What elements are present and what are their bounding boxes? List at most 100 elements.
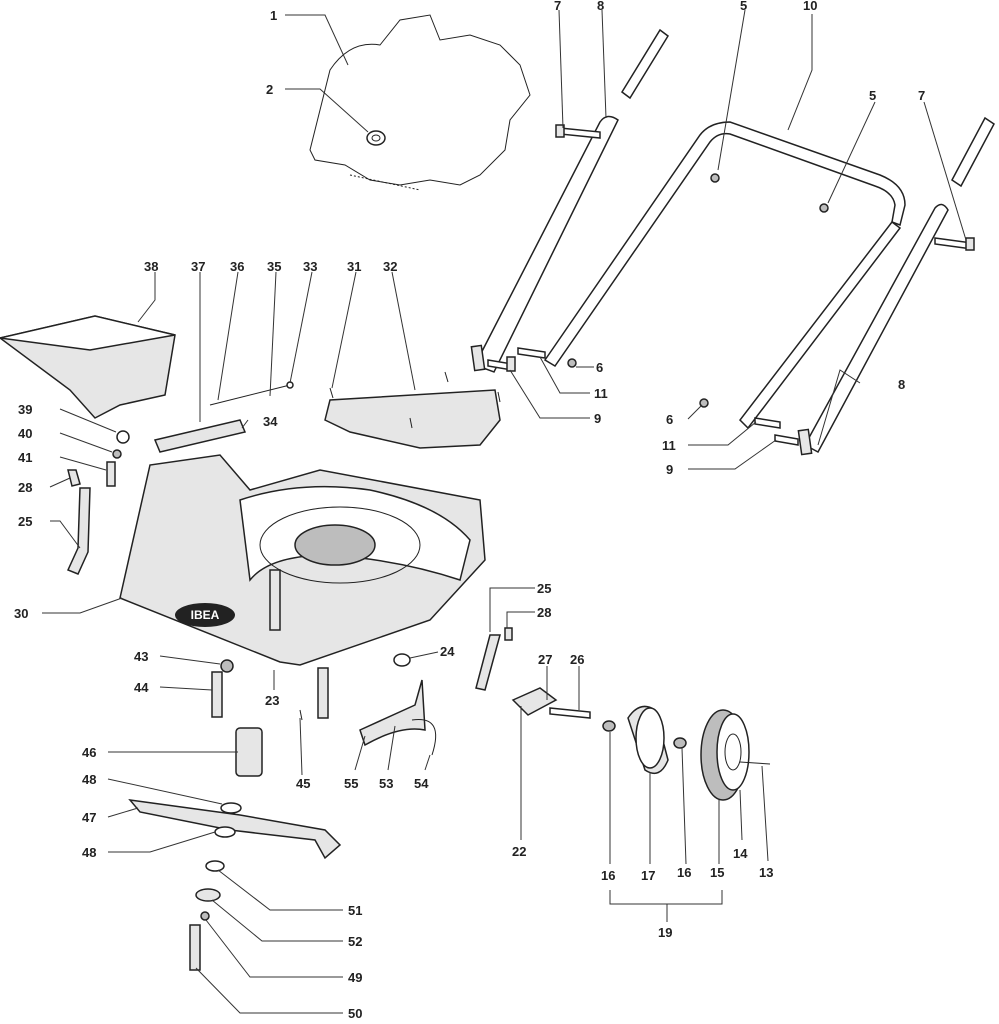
callout-39: 39 — [18, 402, 32, 417]
callout-32: 32 — [383, 259, 397, 274]
bolt-7-left — [555, 124, 601, 139]
callout-2: 2 — [266, 82, 273, 97]
callout-7b: 7 — [918, 88, 925, 103]
callout-5a: 5 — [740, 0, 747, 13]
tire-15 — [700, 709, 750, 801]
callout-13: 13 — [759, 865, 773, 880]
bolt-50 — [189, 924, 201, 971]
washer-43 — [220, 659, 234, 673]
callout-34: 34 — [263, 414, 278, 429]
callout-37: 37 — [191, 259, 205, 274]
bolt-11-right — [754, 417, 781, 429]
callout-55: 55 — [344, 776, 358, 791]
lever-25 — [66, 487, 91, 575]
callout-45: 45 — [296, 776, 310, 791]
plate-52 — [195, 888, 221, 902]
callout-16b: 16 — [677, 865, 691, 880]
lockwasher-49 — [200, 911, 210, 921]
callout-47: 47 — [82, 810, 96, 825]
callout-23: 23 — [265, 693, 279, 708]
grip-right — [951, 116, 995, 188]
callout-26: 26 — [570, 652, 584, 667]
callout-11b: 11 — [662, 438, 676, 453]
callout-49: 49 — [348, 970, 362, 985]
bolt-41 — [106, 461, 116, 487]
lower-handle-left — [470, 115, 619, 373]
pin-45 — [299, 709, 303, 721]
callout-6b: 6 — [666, 412, 673, 427]
spacer-48-top — [220, 802, 242, 814]
axle-bolt-13 — [739, 761, 771, 765]
bolt-7-right — [934, 237, 975, 251]
blade-47 — [128, 798, 342, 860]
spring-28-right — [504, 627, 513, 641]
side-deflector — [324, 371, 501, 449]
bushing-16-right — [673, 737, 687, 749]
washer-40 — [112, 449, 122, 459]
axle-26 — [549, 707, 591, 719]
callout-44: 44 — [134, 680, 149, 695]
leader-lines — [42, 9, 967, 1014]
callout-40: 40 — [18, 426, 32, 441]
callout-5b: 5 — [869, 88, 876, 103]
hinge-bracket — [153, 419, 247, 453]
callout-28a: 28 — [18, 480, 32, 495]
callout-27: 27 — [538, 652, 552, 667]
callout-16a: 16 — [601, 868, 615, 883]
callout-48a: 48 — [82, 772, 96, 787]
callout-38: 38 — [144, 259, 158, 274]
callout-33: 33 — [303, 259, 317, 274]
callout-28b: 28 — [537, 605, 551, 620]
blade-adapter-46 — [235, 727, 263, 777]
bolt-9-right — [774, 434, 799, 446]
callout-9a: 9 — [594, 411, 601, 426]
callout-8b: 8 — [898, 377, 905, 392]
callout-30: 30 — [14, 606, 28, 621]
lower-handle-right — [797, 203, 949, 456]
grip-left — [621, 28, 669, 100]
lever-25-right — [475, 634, 501, 691]
callout-22: 22 — [512, 844, 526, 859]
nut-6-left — [567, 358, 577, 368]
callout-24: 24 — [440, 644, 455, 659]
engine-outline — [309, 14, 531, 191]
callout-31: 31 — [347, 259, 361, 274]
svg-text:IBEA: IBEA — [191, 608, 220, 622]
callout-17: 17 — [641, 868, 655, 883]
spring-rod — [209, 381, 294, 406]
callout-7a: 7 — [554, 0, 561, 13]
callout-14: 14 — [733, 846, 748, 861]
callout-53: 53 — [379, 776, 393, 791]
bushing-16-left — [602, 720, 616, 732]
callout-1: 1 — [270, 8, 277, 23]
callout-50: 50 — [348, 1006, 362, 1021]
washer-51 — [205, 860, 225, 872]
callout-8a: 8 — [597, 0, 604, 13]
callout-43: 43 — [134, 649, 148, 664]
rear-cover — [359, 679, 437, 756]
callout-36: 36 — [230, 259, 244, 274]
callout-46: 46 — [82, 745, 96, 760]
bolt-9-left — [487, 356, 516, 372]
oil-cap — [366, 130, 386, 146]
spacer-48-bottom — [214, 826, 236, 838]
callout-54: 54 — [414, 776, 429, 791]
wheel-hub-17 — [627, 705, 669, 775]
callout-41: 41 — [18, 450, 32, 465]
spring-28 — [67, 469, 81, 487]
callout-labels: 1 2 7 8 5 10 5 7 38 37 36 35 33 31 32 6 … — [14, 0, 925, 1021]
brand-logo: IBEA — [175, 603, 235, 627]
bushing-24 — [393, 653, 411, 667]
bracket-22 — [511, 687, 558, 716]
callout-19: 19 — [658, 925, 672, 940]
mower-deck: IBEA — [119, 454, 486, 666]
callout-6a: 6 — [596, 360, 603, 375]
callout-10: 10 — [803, 0, 817, 13]
bolt-11-left — [517, 347, 546, 359]
bolt-axle-center — [317, 667, 329, 719]
callout-9b: 9 — [666, 462, 673, 477]
knob-39 — [116, 430, 130, 444]
callout-35: 35 — [267, 259, 281, 274]
callout-11a: 11 — [594, 386, 608, 401]
